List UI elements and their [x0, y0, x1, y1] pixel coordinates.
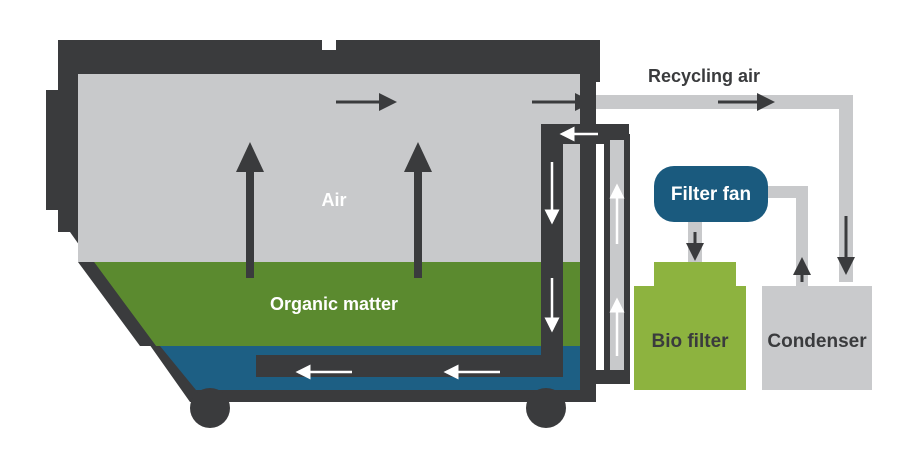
bio-filter-box: [634, 262, 746, 390]
duct-flow-arrows: [295, 126, 625, 380]
rising-air-arrows: [236, 142, 432, 278]
filter-fan-label: Filter fan: [671, 184, 751, 205]
organic-matter-slope: [78, 262, 156, 346]
wheel-left: [190, 388, 230, 428]
organic-matter-layer: [78, 262, 580, 346]
riser-pipe-bottom: [580, 370, 630, 384]
filter-fan-box: [654, 166, 768, 222]
wheel-right: [526, 388, 566, 428]
air-region: [78, 74, 580, 262]
recycling-air-label: Recycling air: [648, 66, 760, 86]
condenser-label: Condenser: [767, 331, 867, 352]
air-label: Air: [321, 190, 346, 210]
riser-pipe-inner: [610, 140, 624, 378]
organic-matter-label: Organic matter: [270, 294, 398, 314]
bio-filter-label: Bio filter: [651, 331, 729, 352]
condenser-return-pipe: [768, 186, 808, 290]
condenser-box: [762, 286, 872, 390]
